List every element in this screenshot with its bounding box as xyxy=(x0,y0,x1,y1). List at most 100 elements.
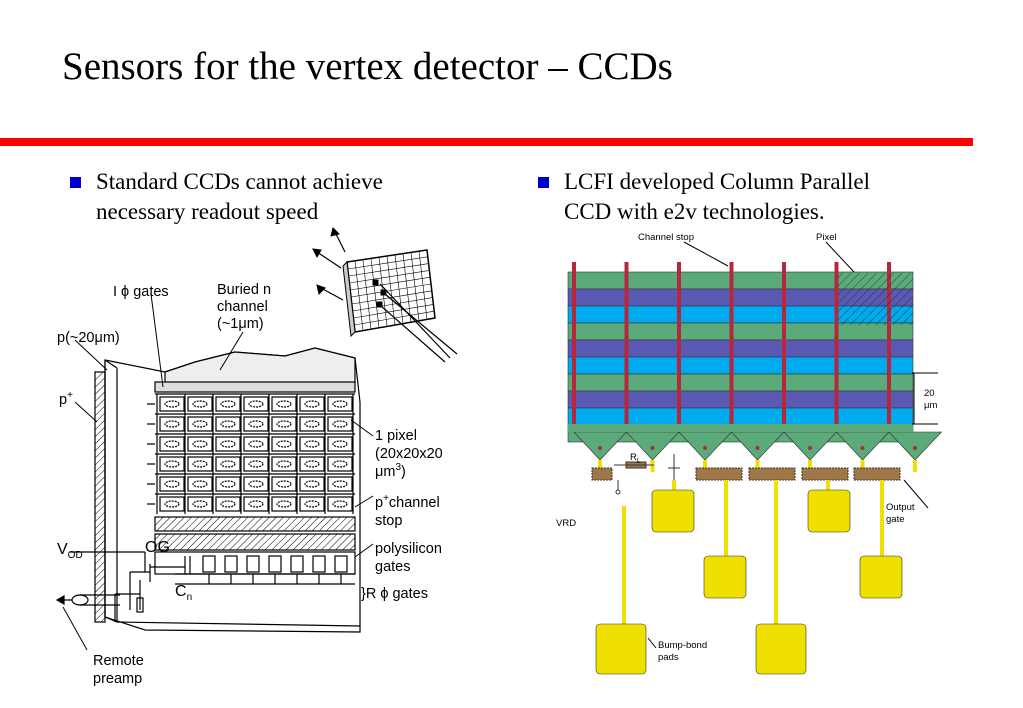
channel-stop-bar xyxy=(782,262,786,432)
channel-stop-bar xyxy=(677,262,681,432)
output-gate-label: Output xyxy=(886,502,915,513)
remote-preamp-label-2: preamp xyxy=(93,671,142,687)
channel-stop-bar xyxy=(572,262,576,432)
pixel-cell xyxy=(187,436,213,452)
charge-packet xyxy=(192,440,208,448)
output-gate-cell xyxy=(312,555,326,573)
pixel-stripe xyxy=(567,373,914,392)
funnel-lead xyxy=(755,460,760,472)
funnel-lead xyxy=(808,460,812,472)
charge-packet xyxy=(192,500,208,508)
charge-packet xyxy=(220,460,236,468)
charge-packet xyxy=(164,500,180,508)
output-gate-strip xyxy=(591,467,613,481)
output-funnel xyxy=(678,431,733,461)
output-funnel xyxy=(835,431,890,461)
channel-stop-label: p+channel xyxy=(375,493,440,511)
output-gate-label-2: gate xyxy=(886,514,905,525)
pixel-cell xyxy=(327,436,353,452)
output-funnels xyxy=(568,424,943,472)
bump-bond-pad xyxy=(807,489,851,533)
output-amplifier-circuit xyxy=(55,551,191,622)
output-funnel xyxy=(573,431,628,461)
grid-line xyxy=(402,253,412,323)
charge-packet xyxy=(164,440,180,448)
pixel-cell xyxy=(215,396,241,412)
one-pixel-label-2: (20x20x20 xyxy=(375,446,443,462)
output-funnel xyxy=(783,431,838,461)
charge-packet xyxy=(164,460,180,468)
pixel-cell xyxy=(271,456,297,472)
pixel-cell xyxy=(215,456,241,472)
ccd-block xyxy=(94,347,361,633)
bump-bond-pad xyxy=(703,555,747,599)
buried-channel-label: Buried n xyxy=(217,282,271,298)
pixel-cell xyxy=(271,436,297,452)
remote-preamp-label: Remote xyxy=(93,653,144,669)
output-gate-cell xyxy=(246,555,260,573)
output-gate-strip xyxy=(748,467,796,481)
charge-packet xyxy=(248,500,264,508)
pixel-cell xyxy=(299,456,325,472)
channel-stop-bar xyxy=(887,262,891,432)
output-gate-cell xyxy=(202,555,216,573)
p-substrate-label: p(~20μm) xyxy=(57,330,120,346)
register-band xyxy=(568,424,913,432)
title-divider xyxy=(0,138,973,146)
pixel-cell xyxy=(243,396,269,412)
charge-packet xyxy=(332,460,348,468)
pixel-highlight xyxy=(838,273,913,325)
output-node xyxy=(755,446,760,450)
charge-packet xyxy=(332,440,348,448)
charge-packet xyxy=(304,460,320,468)
charge-packet xyxy=(248,480,264,488)
charge-packet xyxy=(304,440,320,448)
p-plus-label: p+ xyxy=(59,390,73,408)
pixel-cell xyxy=(271,416,297,432)
bump-bond-label: Bump-bond xyxy=(658,640,707,651)
bump-bond-pads xyxy=(591,454,903,675)
pixel-cell xyxy=(159,496,185,512)
pixel-cell xyxy=(299,436,325,452)
vrd-node xyxy=(615,489,621,495)
pixel-cell xyxy=(187,396,213,412)
output-gate-strip xyxy=(695,467,743,481)
grid-line xyxy=(353,304,434,319)
charge-packet xyxy=(192,460,208,468)
charge-packet xyxy=(276,480,292,488)
funnel-lead xyxy=(913,460,917,472)
pixel-grid-inset xyxy=(312,227,458,363)
charge-packet xyxy=(332,480,348,488)
charge-packet xyxy=(248,400,264,408)
bullet-left-line1: Standard CCDs cannot achieve xyxy=(96,169,383,194)
bullet-square-icon xyxy=(70,177,81,188)
channel-stop-bar xyxy=(834,262,839,432)
pixel-cell xyxy=(159,416,185,432)
charge-packet xyxy=(276,440,292,448)
charge-packet xyxy=(192,400,208,408)
pixel-cell xyxy=(299,396,325,412)
charge-packet xyxy=(276,460,292,468)
bullet-square-icon xyxy=(538,177,549,188)
right-leader-lines xyxy=(647,241,929,649)
i-phi-gates-label: I ϕ gates xyxy=(113,284,169,300)
charge-packet xyxy=(220,440,236,448)
charge-packet xyxy=(220,500,236,508)
bump-bond-pad xyxy=(595,623,647,675)
grid-line xyxy=(351,290,432,305)
polysilicon-label-2: gates xyxy=(375,559,410,575)
grid-line xyxy=(418,251,428,320)
grid-line xyxy=(350,283,432,298)
pixel-cell xyxy=(215,416,241,432)
pixel-cell xyxy=(299,476,325,492)
pixel-cell xyxy=(159,456,185,472)
pixel-cell xyxy=(271,476,297,492)
leader-lines xyxy=(62,293,374,651)
pixel-cell xyxy=(215,496,241,512)
output-gate-strip xyxy=(801,467,849,481)
charge-packet xyxy=(332,420,348,428)
channel-stop-bar xyxy=(624,262,629,432)
charge-packet xyxy=(304,500,320,508)
pixel-cell xyxy=(159,396,185,412)
funnel-lead xyxy=(598,460,602,472)
